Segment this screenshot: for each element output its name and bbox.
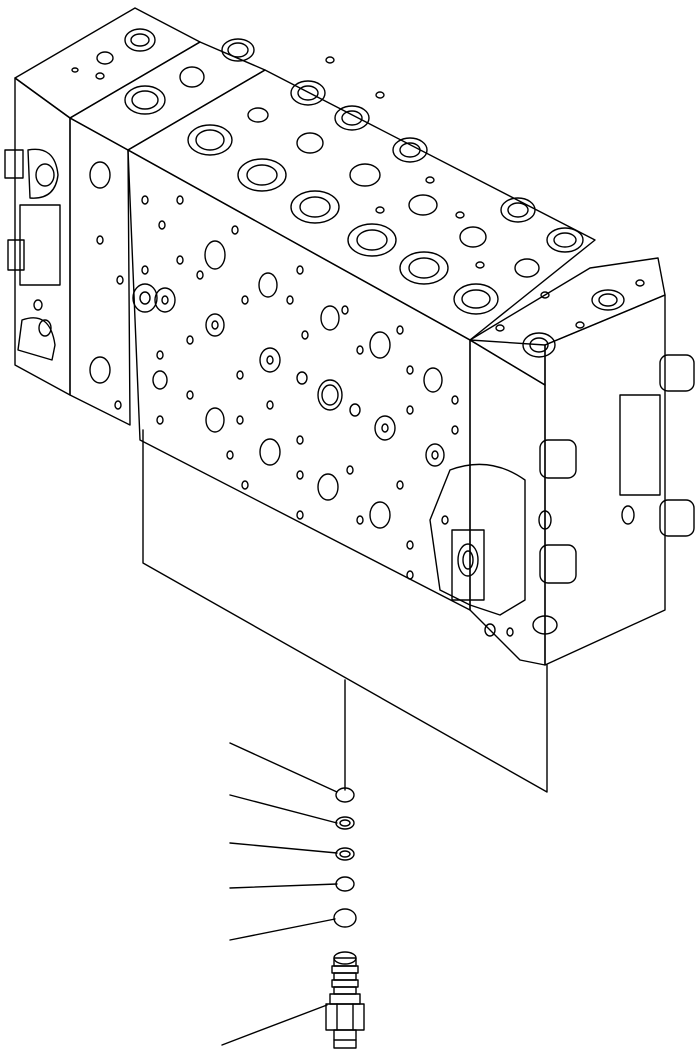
cartridge-thread-2: [332, 966, 358, 973]
backup-ring-2-inner: [340, 851, 350, 857]
valve-side-recess-1: [28, 149, 58, 198]
valve-end-block: [470, 340, 545, 665]
cartridge-cap: [334, 1030, 356, 1048]
valve-end-block-side: [545, 295, 665, 665]
valve-end-edge: [470, 340, 545, 385]
callout-line-part-1: [230, 743, 337, 792]
seal-stack: [230, 743, 356, 940]
end-side-slot: [620, 395, 660, 495]
backup-ring-2: [336, 848, 354, 860]
o-ring-3: [334, 909, 356, 927]
valve-body: [5, 8, 694, 665]
cartridge-thread-5: [334, 987, 356, 994]
valve-flange: [430, 464, 525, 615]
plug-lower-right: [660, 500, 694, 536]
bracket-leaders: [143, 430, 547, 792]
callout-line-part-5: [230, 919, 335, 940]
cartridge-thread-4: [332, 980, 358, 987]
valve-top-face-end: [470, 258, 665, 345]
valve-flange-slot: [452, 530, 484, 600]
valve-side-window: [20, 205, 60, 285]
cartridge-hex-nut: [326, 1004, 364, 1030]
cartridge-shoulder: [330, 994, 360, 1004]
plug-bottom: [540, 545, 576, 583]
valve-side-recess-2: [18, 318, 55, 360]
cartridge-thread-3: [334, 973, 356, 980]
top-ports: [72, 29, 644, 357]
backup-ring-1: [336, 817, 354, 829]
callout-line-part-4: [230, 884, 337, 888]
callout-line-part-3: [230, 843, 337, 853]
o-ring-2: [336, 877, 354, 891]
front-ports: [34, 162, 458, 579]
plug-mid: [540, 440, 576, 478]
callout-line-part-6: [222, 1005, 327, 1045]
backup-ring-1-inner: [340, 820, 350, 826]
callout-line-part-2: [230, 795, 337, 823]
end-block-details: [458, 355, 694, 636]
valve-front-face-left: [15, 78, 70, 395]
relief-valve-cartridge: [222, 952, 364, 1048]
leader-bracket-left: [143, 430, 547, 792]
valve-front-face-mid: [70, 118, 130, 425]
valve-side-plate-upper: [5, 150, 23, 178]
o-ring-1: [336, 788, 354, 802]
plug-upper-right: [660, 355, 694, 391]
valve-side-plate-lower: [8, 240, 24, 270]
